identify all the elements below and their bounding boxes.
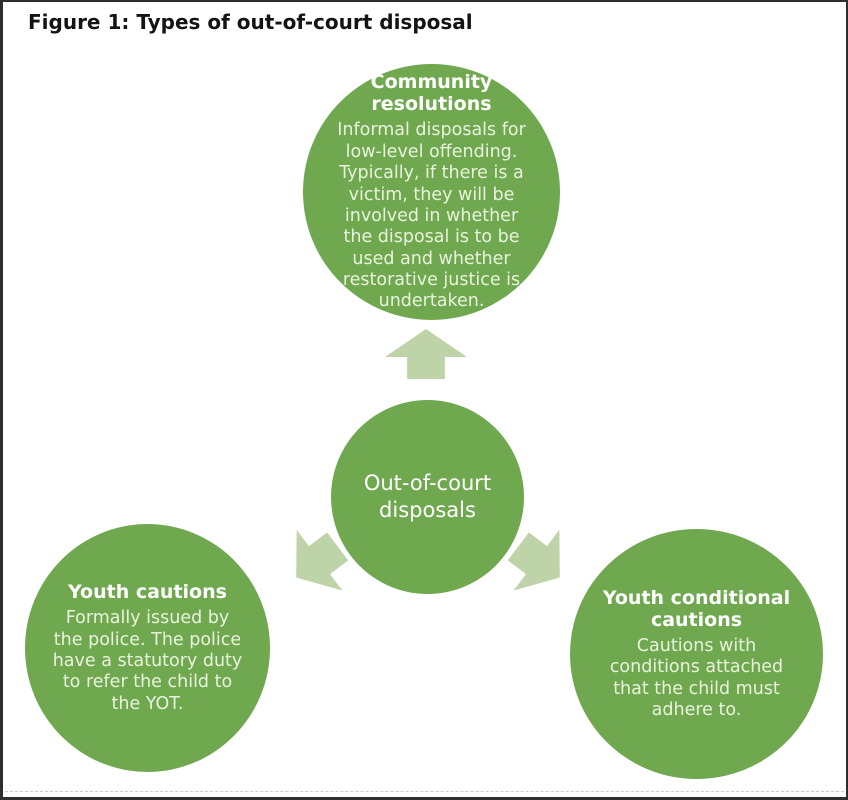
node-youth-conditional-cautions-heading: Youth conditional cautions	[602, 586, 791, 631]
node-youth-cautions: Youth cautions Formally issued by the po…	[25, 524, 270, 772]
figure-title: Figure 1: Types of out-of-court disposal	[28, 10, 473, 34]
node-youth-cautions-heading: Youth cautions	[68, 581, 227, 604]
node-out-of-court-disposals-label: Out-of-court disposals	[363, 470, 492, 522]
node-community-resolutions-body: Informal disposals for low-level offendi…	[337, 120, 526, 312]
node-youth-cautions-body: Formally issued by the police. The polic…	[52, 608, 243, 714]
node-youth-conditional-cautions: Youth conditional cautions Cautions with…	[570, 529, 823, 779]
node-community-resolutions: Community resolutions Informal disposals…	[303, 64, 560, 320]
node-out-of-court-disposals: Out-of-court disposals	[331, 400, 524, 594]
node-community-resolutions-heading: Community resolutions	[370, 71, 493, 116]
node-youth-conditional-cautions-body: Cautions with conditions attached that t…	[609, 635, 784, 720]
page-bottom-dashed-divider	[5, 791, 844, 792]
up-block-arrow-icon	[385, 329, 467, 379]
